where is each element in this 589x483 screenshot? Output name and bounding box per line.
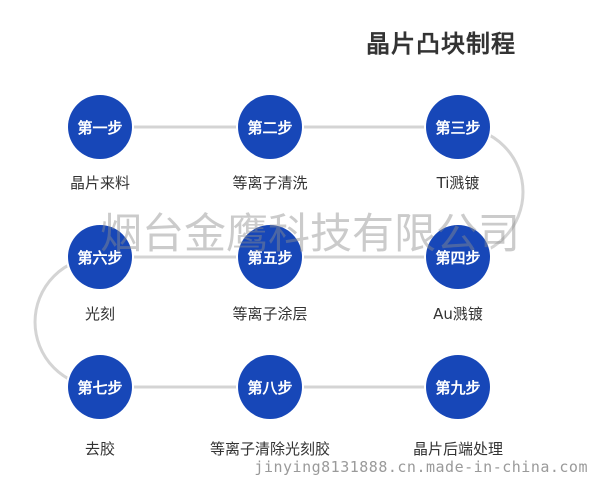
step-9-node: 第九步 (426, 355, 490, 419)
step-8-label: 等离子清除光刻胶 (209, 440, 330, 458)
step-6-node: 第六步 (68, 225, 132, 289)
step-8-node: 第八步 (238, 355, 302, 419)
step-5-label: 等离子涂层 (232, 305, 308, 323)
step-1-label: 晶片来料 (69, 174, 130, 192)
step-7-label: 去胶 (84, 440, 115, 458)
step-5-node: 第五步 (238, 225, 302, 289)
step-7-node: 第七步 (68, 355, 132, 419)
diagram-title: 晶片凸块制程 (366, 30, 516, 58)
step-6-label: 光刻 (84, 305, 115, 323)
step-1-node: 第一步 (68, 95, 132, 159)
step-3-node: 第三步 (426, 95, 490, 159)
step-4-node: 第四步 (426, 225, 490, 289)
step-2-label: 等离子清洗 (232, 174, 308, 192)
step-9-label: 晶片后端处理 (412, 440, 503, 458)
step-3-label: Ti溅镀 (436, 174, 480, 192)
source-footer: jinying8131888.cn.made-in-china.com (254, 458, 588, 476)
step-4-label: Au溅镀 (433, 305, 483, 323)
step-2-node: 第二步 (238, 95, 302, 159)
